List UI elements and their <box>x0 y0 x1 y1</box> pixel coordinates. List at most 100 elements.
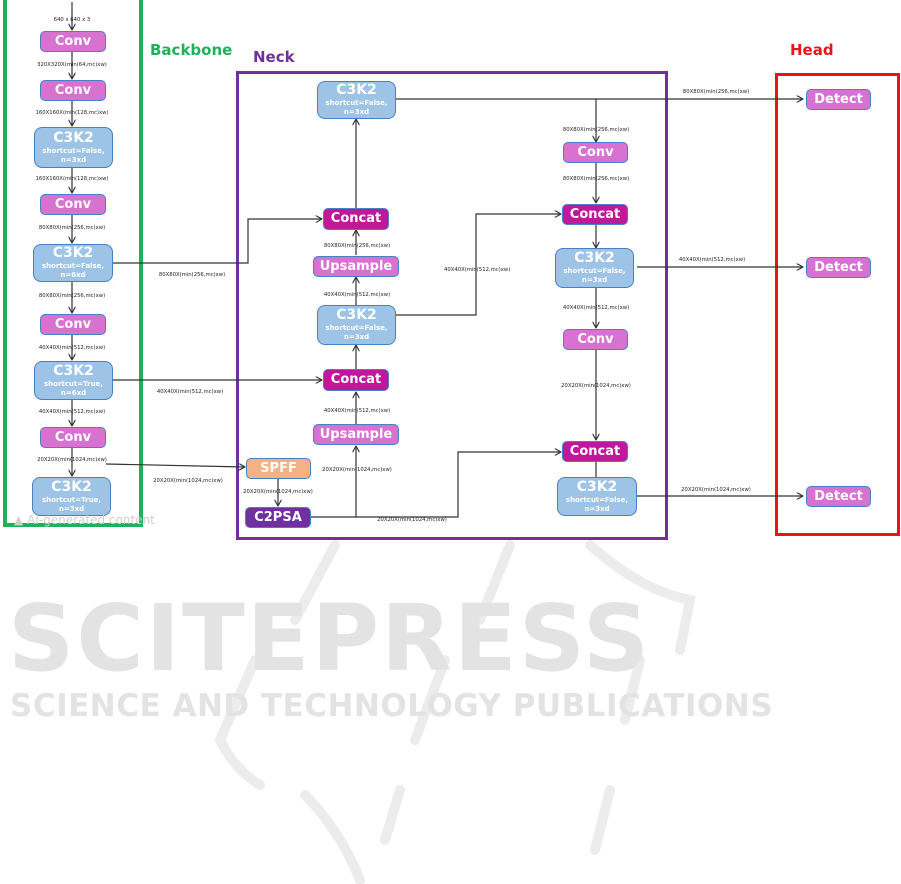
head-title: Head <box>790 41 834 59</box>
edge-label: 40X40X(min(512,mc)xw) <box>38 345 106 351</box>
wire-c2psa-to-up2 <box>311 446 356 518</box>
node-param: n=3xd <box>584 504 610 513</box>
edge-label: 40X40X(min(512,mc)xw) <box>444 267 511 273</box>
edge-label: 40X40X(min(512,mc)xw) <box>323 408 391 414</box>
edge-label: 20X20X(min(1024,mc)xw) <box>322 467 392 473</box>
node-param: shortcut=False, <box>325 99 388 107</box>
ai-generated-note: ▲ AI-generated content <box>14 513 155 527</box>
edge-label: 80X80X(min(256,mc)xw) <box>323 243 391 249</box>
backbone-title: Backbone <box>150 41 233 59</box>
node-param: n=3xd <box>343 108 370 117</box>
neck-title: Neck <box>253 48 295 66</box>
node-title: Concat <box>330 372 382 388</box>
edge-label: 40X40X(min(512,mc)xw) <box>38 409 106 415</box>
node-param: n=3xd <box>60 155 87 164</box>
neck-upsample-1[interactable]: Upsample <box>313 256 399 277</box>
node-title: C3K2 <box>53 362 94 379</box>
backbone-c3k2-2[interactable]: C3K2 shortcut=False, n=6xd <box>33 244 113 282</box>
edge-label: 20X20X(min(1024,mc)xw) <box>37 457 107 463</box>
head-detect-3[interactable]: Detect <box>806 486 871 507</box>
neck-right-c3k2-1[interactable]: C3K2 shortcut=False, n=3xd <box>555 248 634 288</box>
edge-label: 40X40X(min(512,mc)xw) <box>156 389 224 395</box>
wire-bb-to-sppf <box>105 464 245 467</box>
neck-right-c3k2-2[interactable]: C3K2 shortcut=False, n=3xd <box>557 477 637 516</box>
node-param: shortcut=False, <box>325 324 388 332</box>
input-shape-label: 640 x 640 x 3 <box>53 17 91 23</box>
backbone-conv-3[interactable]: Conv <box>40 194 106 215</box>
backbone-c3k2-4[interactable]: C3K2 shortcut=True, n=3xd <box>32 477 111 516</box>
node-title: Detect <box>814 259 863 275</box>
node-title: C3K2 <box>336 82 377 99</box>
head-detect-2[interactable]: Detect <box>806 257 871 278</box>
ai-icon: ▲ <box>14 513 24 527</box>
node-param: shortcut=True, <box>44 379 103 388</box>
backbone-conv-1[interactable]: Conv <box>40 31 106 52</box>
backbone-c3k2-1[interactable]: C3K2 shortcut=False, n=3xd <box>34 127 113 168</box>
neck-right-conv-2[interactable]: Conv <box>563 329 628 350</box>
node-title: C3K2 <box>51 478 92 495</box>
edge-label: 80X80X(min(256,mc)xw) <box>38 225 106 231</box>
node-param: n=6xd <box>60 271 86 280</box>
node-param: n=3xd <box>343 333 370 342</box>
node-param: shortcut=False, <box>41 262 105 270</box>
watermark-sub: SCIENCE AND TECHNOLOGY PUBLICATIONS <box>10 688 774 724</box>
node-param: n=6xd <box>60 388 87 397</box>
node-param: shortcut=False, <box>42 146 105 155</box>
node-title: Conv <box>54 196 92 212</box>
edge-label: 80X80X(min(256,mc)xw) <box>562 127 630 133</box>
edge-label: 80X80X(min(256,mc)xw) <box>38 293 106 299</box>
node-title: C3K2 <box>336 307 377 324</box>
node-title: Detect <box>814 91 863 107</box>
backbone-c3k2-3[interactable]: C3K2 shortcut=True, n=6xd <box>34 361 113 400</box>
head-detect-1[interactable]: Detect <box>806 89 871 110</box>
edge-label: 80X80X(min(256,mc)xw) <box>562 176 630 182</box>
node-param: shortcut=False, <box>565 495 629 504</box>
neck-right-concat-1[interactable]: Concat <box>562 204 628 225</box>
edge-label: 40X40X(min(512,mc)xw) <box>678 257 746 263</box>
neck-concat-1[interactable]: Concat <box>323 208 389 230</box>
edge-label: 20X20X(min(1024,mc)xw) <box>153 478 223 484</box>
edge-label: 20X20X(min(1024,mc)xw) <box>377 517 447 523</box>
node-title: Upsample <box>319 426 393 442</box>
neck-concat-2[interactable]: Concat <box>323 369 389 391</box>
neck-right-conv-1[interactable]: Conv <box>563 142 628 163</box>
node-title: Conv <box>54 82 92 98</box>
node-title: Concat <box>569 206 621 222</box>
edge-label: 40X40X(min(512,mc)xw) <box>562 305 630 311</box>
edge-label: 20X20X(min(1024,mc)xw) <box>681 487 751 493</box>
node-title: C3K2 <box>53 129 94 146</box>
node-title: C3K2 <box>52 245 94 262</box>
neck-sppf[interactable]: SPFF <box>246 458 311 479</box>
node-param: n=3xd <box>581 276 608 285</box>
edge-label: 40X40X(min(512,mc)xw) <box>323 292 391 298</box>
edge-label: 160X160X(min(128,mc)xw) <box>35 176 109 182</box>
neck-right-concat-2[interactable]: Concat <box>562 441 628 462</box>
node-title: C3K2 <box>576 478 618 495</box>
edge-label: 320X320X(min(64,mc)xw) <box>37 62 107 68</box>
neck-region <box>236 71 668 540</box>
neck-upsample-2[interactable]: Upsample <box>313 424 399 445</box>
neck-c2psa[interactable]: C2PSA <box>245 507 311 528</box>
ai-note-text: AI-generated content <box>27 513 155 527</box>
backbone-conv-5[interactable]: Conv <box>40 427 106 448</box>
edge-label: 20X20X(min(1024,mc)xw) <box>243 489 313 495</box>
node-title: Upsample <box>319 258 393 274</box>
backbone-conv-2[interactable]: Conv <box>40 80 106 101</box>
edge-label: 160X160X(min(128,mc)xw) <box>35 110 109 116</box>
node-title: C2PSA <box>254 509 302 525</box>
node-title: SPFF <box>260 460 297 476</box>
node-title: Conv <box>54 316 92 332</box>
edge-label: 80X80X(min(256,mc)xw) <box>682 89 750 95</box>
backbone-conv-4[interactable]: Conv <box>40 314 106 335</box>
edge-label: 20X20X(min(1024,mc)xw) <box>561 383 631 389</box>
watermark-main: SCITEPRESS <box>8 585 652 692</box>
node-title: Concat <box>569 443 621 459</box>
neck-c3k2-mid[interactable]: C3K2 shortcut=False, n=3xd <box>317 305 396 345</box>
wire-c2psa-to-rconcat2 <box>356 452 561 518</box>
neck-c3k2-top[interactable]: C3K2 shortcut=False, n=3xd <box>317 81 396 119</box>
edge-label: 80X80X(min(256,mc)xw) <box>158 272 226 278</box>
node-title: Conv <box>54 429 92 445</box>
